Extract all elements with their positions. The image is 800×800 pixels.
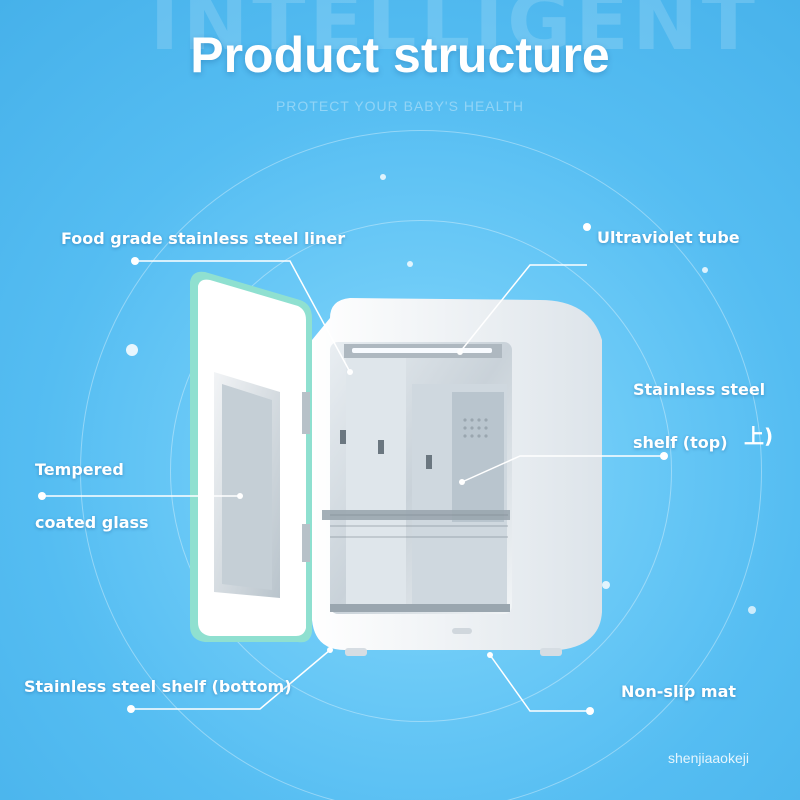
- leader-dots: [38, 223, 668, 715]
- label-ultraviolet-tube: Ultraviolet tube: [597, 228, 740, 247]
- open-door: [190, 271, 312, 643]
- label-food-grade-liner: Food grade stainless steel liner: [61, 229, 346, 248]
- sterilizer-cabinet: [312, 298, 602, 656]
- background-word: INTELLIGENT: [150, 0, 760, 68]
- page-title: Product structure: [190, 27, 610, 83]
- decorative-ring-outer: [80, 130, 762, 800]
- label-shelf-bottom: Stainless steel shelf (bottom): [24, 677, 292, 696]
- sparkle-dots: [126, 174, 756, 614]
- label-glass-line2: coated glass: [35, 513, 149, 532]
- leader-lines: [42, 260, 664, 712]
- watermark: shenjiaaokeji: [668, 750, 749, 766]
- label-shelf-top-line1: Stainless steel: [633, 380, 766, 399]
- decorative-ring-inner: [170, 220, 672, 722]
- label-shelf-top-line2: shelf (top): [633, 433, 728, 452]
- label-non-slip-mat: Non-slip mat: [621, 682, 737, 701]
- label-shelf-top-suffix: 上): [744, 424, 774, 448]
- page-subtitle: PROTECT YOUR BABY'S HEALTH: [275, 98, 525, 114]
- label-glass-line1: Tempered: [35, 460, 124, 479]
